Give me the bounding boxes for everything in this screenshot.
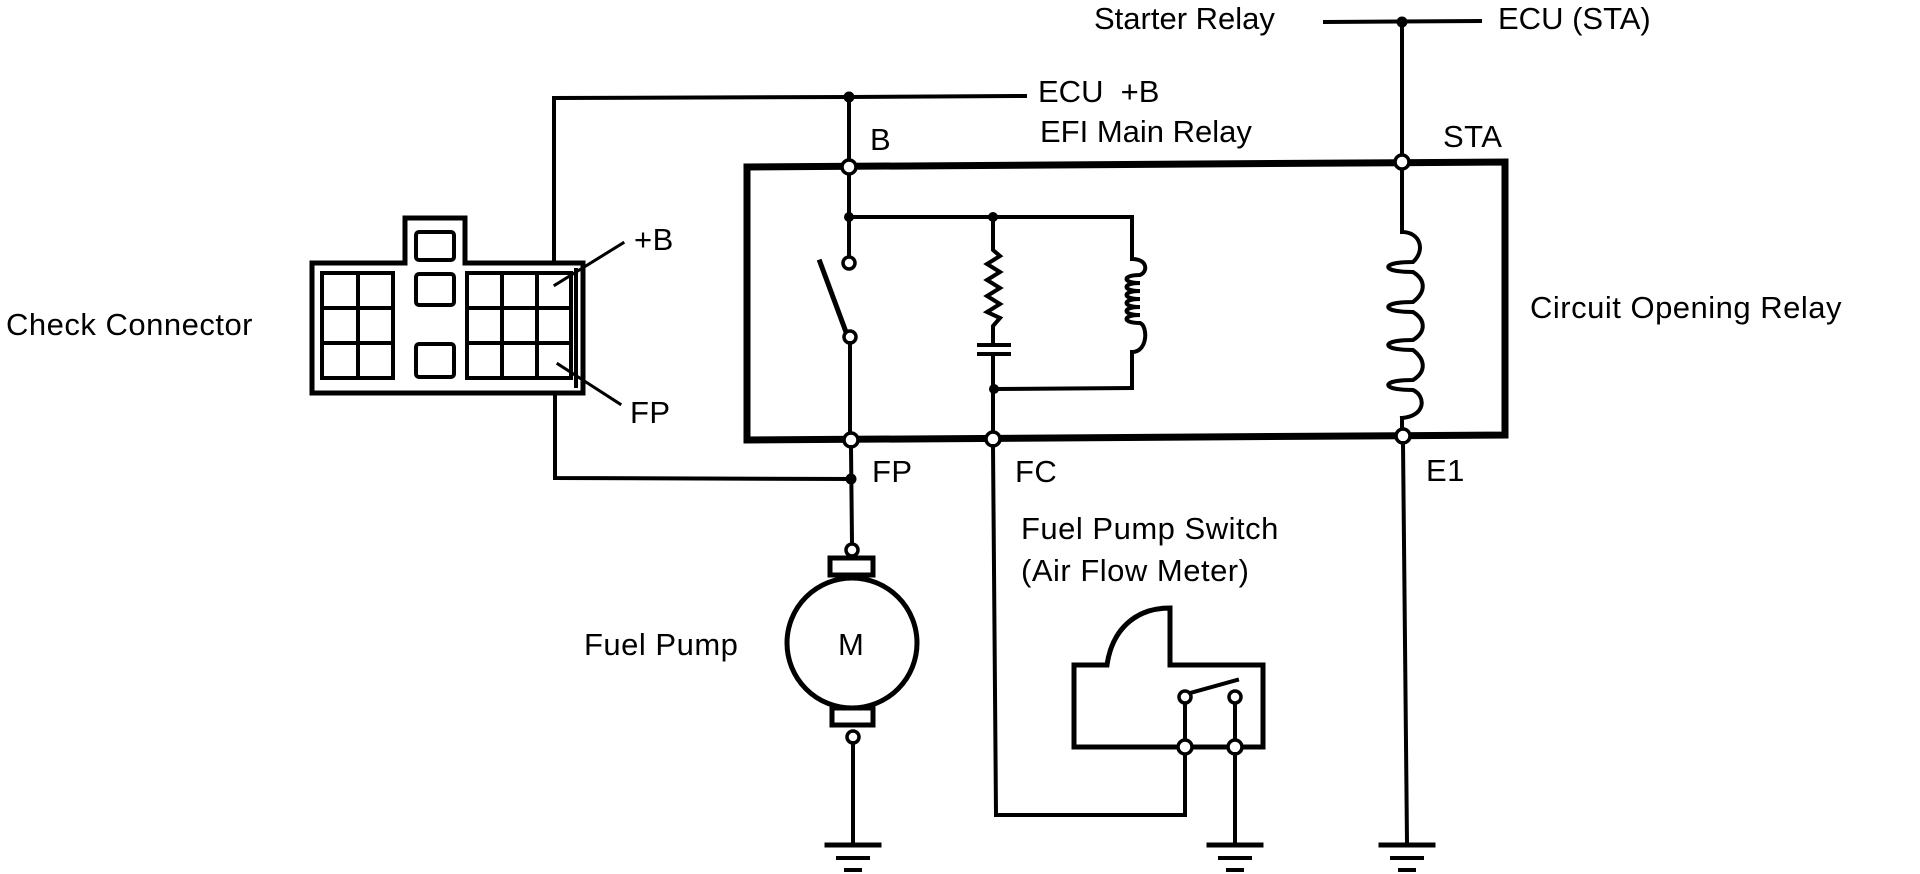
label-check-connector: Check Connector — [6, 307, 253, 342]
terminal-label-b: B — [870, 122, 891, 157]
connector-pin — [414, 272, 456, 307]
ground-icon — [1378, 842, 1436, 872]
terminal-label-fc: FC — [1015, 454, 1057, 489]
fc-wire — [990, 443, 1187, 817]
leader-line-plus-b — [552, 240, 626, 288]
ground-icon — [824, 842, 882, 872]
motor-terminal — [844, 542, 860, 558]
fuel-pump-motor — [784, 542, 920, 845]
junction-dot — [1396, 16, 1408, 28]
resistor-symbol — [982, 215, 1004, 345]
switch-terminal — [1176, 738, 1194, 756]
terminal-sta — [1393, 153, 1411, 171]
motor-symbol-m: M — [838, 627, 864, 662]
terminal-fp — [842, 431, 860, 449]
label-efi-main-relay: EFI Main Relay — [1040, 114, 1252, 149]
label-connector-plus-b: +B — [634, 222, 674, 257]
connector-pin — [414, 230, 456, 262]
switch-contact — [841, 255, 857, 271]
e1-wire — [1400, 440, 1410, 846]
switch-arm — [1187, 677, 1240, 696]
terminal-label-fp: FP — [872, 454, 913, 489]
relay-switch-arm — [816, 258, 850, 336]
label-fuel-pump-switch: Fuel Pump Switch — [1021, 511, 1279, 546]
starter-relay-wire — [1322, 16, 1483, 158]
relay-coil-l1 — [1124, 215, 1148, 390]
ground-icon — [1206, 842, 1264, 872]
label-air-flow-meter: (Air Flow Meter) — [1021, 553, 1249, 588]
label-starter-relay: Starter Relay — [1094, 1, 1275, 36]
terminal-label-e1: E1 — [1426, 453, 1465, 488]
switch-contact — [1227, 689, 1243, 705]
terminal-label-sta: STA — [1443, 119, 1503, 154]
ecu-b-wire — [552, 91, 1028, 264]
terminal-fc — [984, 430, 1002, 448]
check-connector — [309, 215, 626, 407]
junction-dot — [844, 212, 854, 222]
leader-line-fp — [555, 361, 623, 407]
label-fuel-pump: Fuel Pump — [584, 627, 738, 662]
terminal-b — [840, 158, 858, 176]
switch-contact — [1177, 689, 1193, 705]
fuel-pump-switch — [1071, 605, 1266, 845]
label-ecu-b: ECU +B — [1038, 74, 1159, 109]
label-ecu-sta: ECU (STA) — [1498, 1, 1651, 36]
fp-wire — [553, 391, 857, 546]
connector-pin — [414, 342, 456, 379]
switch-terminal — [1226, 738, 1244, 756]
junction-dot — [843, 91, 855, 103]
junction-dot — [845, 473, 857, 485]
label-connector-fp: FP — [630, 395, 671, 430]
terminal-e1 — [1394, 427, 1412, 445]
circuit-opening-relay — [743, 153, 1509, 449]
relay-coil-l2 — [1386, 166, 1425, 432]
label-circuit-opening-relay: Circuit Opening Relay — [1530, 290, 1842, 325]
